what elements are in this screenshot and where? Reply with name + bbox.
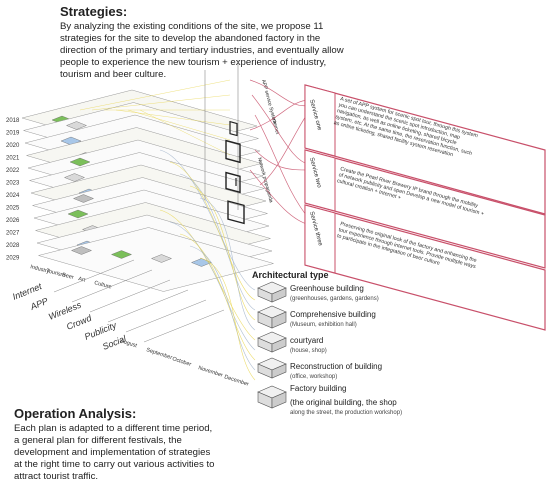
connection-line — [127, 109, 231, 141]
channel-line — [143, 309, 225, 343]
arch-item-factory-detail: (the original building, the shop along t… — [290, 398, 402, 418]
year-label: 2028 — [6, 243, 20, 249]
year-label: 2018 — [6, 118, 20, 124]
service-links — [249, 79, 311, 226]
architectural-type-title: Architectural type — [252, 270, 329, 280]
building-block — [72, 194, 95, 203]
laptop-icon — [225, 171, 241, 194]
monitor-icon — [227, 178, 245, 225]
connection-line — [179, 233, 256, 361]
arch-item-courtyard: courtyard (house, shop) — [290, 336, 327, 356]
year-labels: 2018 2019 2020 2021 2022 2023 2024 2025 2026 2027… — [6, 118, 20, 262]
year-label: 2022 — [6, 168, 20, 174]
arch-item-sub: (house, shop) — [290, 348, 327, 354]
channel-line — [53, 259, 135, 293]
year-label: 2019 — [6, 131, 20, 137]
building-block — [65, 121, 88, 130]
strategies-text: By analyzing the existing conditions of … — [60, 21, 344, 80]
building-block — [67, 209, 89, 219]
isometric-planes — [21, 89, 275, 292]
tablet-icon — [225, 139, 241, 164]
comprehensive-building-icon — [257, 305, 287, 329]
arch-item-name: (the original building, the shop — [290, 398, 397, 407]
month-label: November — [197, 365, 223, 379]
courtyard-icon — [257, 331, 287, 353]
industry-label: Culture — [93, 280, 112, 290]
building-block — [70, 246, 93, 255]
reconstruction-building-icon — [257, 357, 287, 379]
arch-item-sub: along the street, the production worksho… — [290, 410, 403, 416]
arch-item-factory: Factory building — [290, 384, 346, 394]
industry-label: Industry — [29, 264, 50, 275]
factory-building-icon — [257, 385, 287, 409]
month-label: December — [223, 374, 249, 388]
operation-text: Each plan is adapted to a different time… — [14, 423, 215, 482]
connection-lines — [79, 79, 256, 381]
greenhouse-icon — [257, 281, 287, 303]
internet-label: Internet — [270, 117, 280, 136]
arch-item-name: courtyard — [290, 336, 324, 345]
connection-line — [159, 149, 256, 291]
connection-line — [139, 109, 231, 156]
phone-icon — [229, 120, 238, 137]
year-label: 2024 — [6, 193, 20, 199]
building-block — [150, 254, 173, 263]
connection-line — [115, 109, 231, 126]
industry-label: Art — [77, 276, 86, 284]
connection-line — [169, 221, 256, 351]
strategy-diagram: 2018 2019 2020 2021 2022 2023 2024 2025 2026 2027… — [6, 60, 546, 409]
strategies-heading: Strategies: — [60, 4, 128, 19]
year-label: 2021 — [6, 156, 20, 162]
connection-line — [189, 185, 256, 321]
year-label: 2023 — [6, 181, 20, 187]
month-label: August — [119, 338, 138, 349]
channel-label: APP — [28, 296, 49, 312]
industry-label: Beer — [61, 272, 74, 281]
year-label: 2027 — [6, 231, 20, 237]
arch-item-name: Factory building — [290, 384, 347, 393]
connection-line — [189, 245, 256, 371]
arch-item-name: Greenhouse building — [290, 284, 364, 293]
arch-item-sub: (Museum, exhibition hall) — [290, 322, 357, 328]
arch-item-name: Reconstruction of building — [290, 362, 383, 371]
connection-line — [199, 197, 256, 331]
service-card-two: Service two Create the Pearl River Brewe… — [304, 149, 546, 269]
connection-line — [199, 257, 256, 381]
building-block — [69, 157, 91, 167]
connection-line — [179, 173, 256, 311]
operation-section: Operation Analysis: Each plan is adapted… — [14, 406, 219, 483]
month-label: October — [171, 356, 192, 368]
channel-line — [71, 269, 153, 303]
industry-label: Tourism — [45, 268, 66, 279]
arch-item-sub: (office, workshop) — [290, 374, 338, 380]
channel-line — [125, 299, 207, 333]
arch-item-comprehensive: Comprehensive building (Museum, exhibiti… — [290, 310, 376, 330]
year-label: 2026 — [6, 218, 20, 224]
arch-item-name: Comprehensive building — [290, 310, 376, 319]
connection-line — [169, 161, 256, 301]
connection-line — [91, 94, 231, 111]
year-label: 2029 — [6, 256, 20, 262]
strategies-section: Strategies: By analyzing the existing co… — [60, 4, 350, 81]
building-block — [63, 173, 86, 182]
year-label: 2025 — [6, 206, 20, 212]
channel-line — [89, 279, 171, 313]
building-block — [110, 250, 133, 259]
arch-item-reconstruction: Reconstruction of building (office, work… — [290, 362, 382, 382]
channel-line — [107, 289, 189, 323]
arch-item-sub: (greenhouses, gardens, gardens) — [290, 296, 379, 302]
month-label: September — [145, 347, 173, 361]
arch-item-greenhouse: Greenhouse building (greenhouses, garden… — [290, 284, 379, 304]
operation-heading: Operation Analysis: — [14, 406, 137, 421]
year-label: 2020 — [6, 143, 20, 149]
